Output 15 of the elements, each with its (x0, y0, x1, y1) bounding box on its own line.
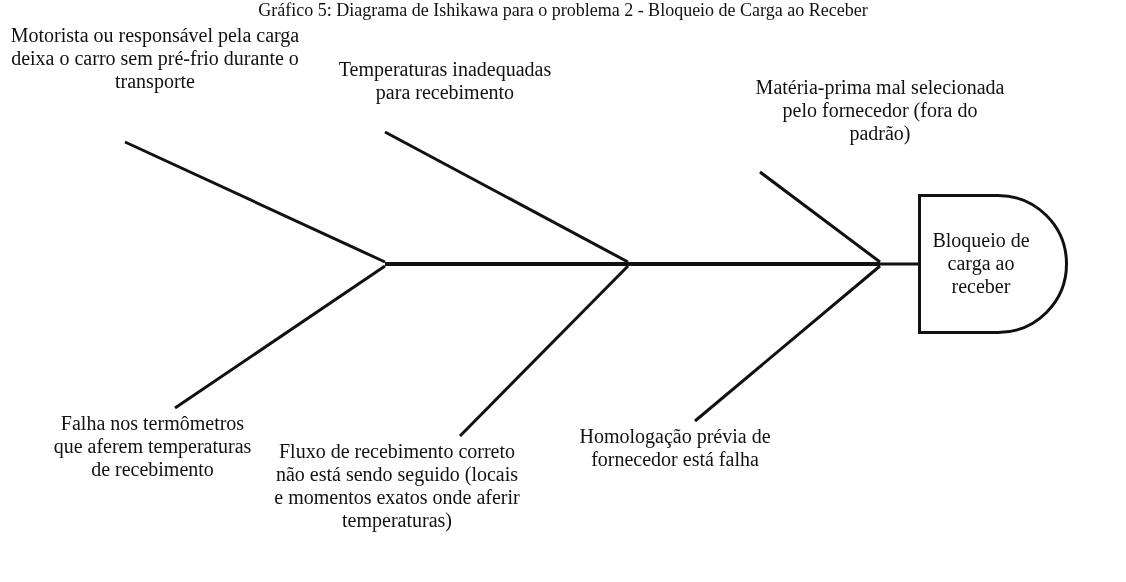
bone-line (458, 264, 630, 438)
bone-line (124, 140, 386, 264)
cause-text: Motorista ou responsável pela carga deixa o carro sem pré-frio durante o transporte (9, 24, 301, 93)
cause-text: Matéria-prima mal selecionada pelo fornecedor (fora do padrão) (755, 76, 1005, 145)
bone-line (759, 170, 881, 264)
bone-line (174, 264, 386, 410)
bone-line (384, 130, 629, 264)
cause-text: Homologação prévia de fornecedor está falha (578, 425, 772, 471)
cause-text: Fluxo de recebimento correto não está sendo seguido (locais e momentos exatos onde aferir temperaturas) (273, 440, 521, 532)
cause-text: Falha nos termômetros que aferem temperaturas de recebimento (52, 412, 253, 481)
diagram-title: Gráfico 5: Diagrama de Ishikawa para o problema 2 - Bloqueio de Carga ao Receber (257, 0, 869, 20)
spine-line (880, 262, 918, 266)
effect-text: Bloqueio de carga ao receber (931, 229, 1031, 298)
cause-text: Temperaturas inadequadas para recebimento (337, 58, 553, 104)
bone-line (694, 264, 881, 423)
